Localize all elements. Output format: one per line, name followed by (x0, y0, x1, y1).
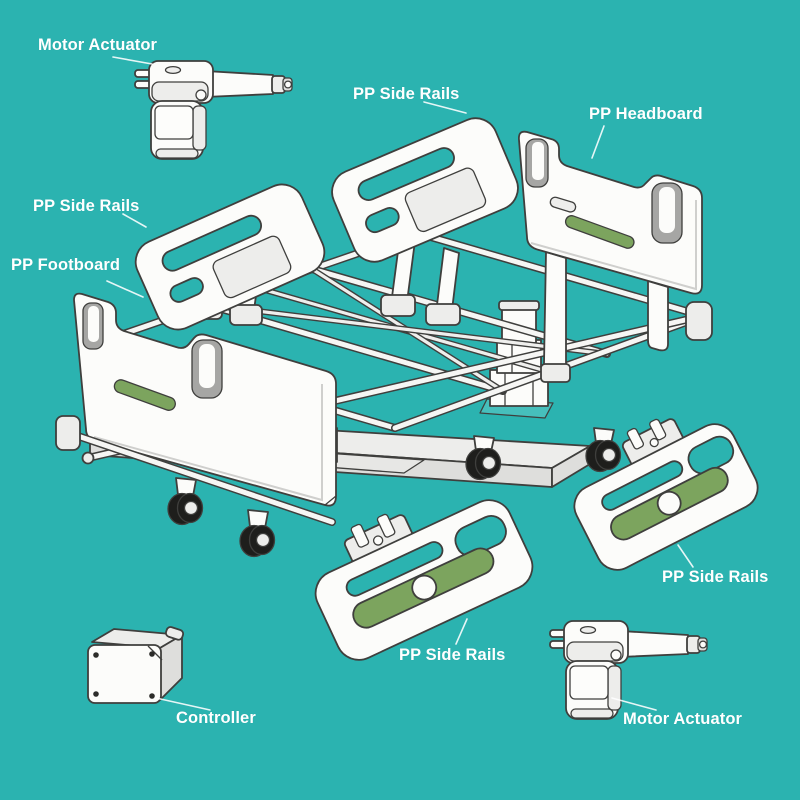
headboard-handle-slot (659, 187, 675, 233)
rail-leg-clamp (425, 303, 461, 326)
tube-end-cap (81, 451, 95, 465)
caster (239, 509, 276, 558)
rail-slot (601, 460, 684, 511)
caster (585, 427, 622, 473)
rail-knob (656, 490, 682, 516)
footboard-board (73, 292, 337, 507)
controller-screw (149, 693, 155, 699)
label-motor-actuator-top: Motor Actuator (38, 36, 158, 54)
headboard-leg-foot (540, 363, 571, 383)
caster-hub (481, 455, 497, 471)
headboard-small-slot (549, 196, 577, 213)
rail-slot (161, 214, 262, 272)
headboard-green-stripe (564, 215, 635, 249)
footboard-bumper-cap (55, 415, 81, 451)
label-side-rails-top: PP Side Rails (353, 85, 460, 103)
rail-knob (411, 574, 438, 601)
pp-headboard (518, 130, 713, 383)
footboard-green-stripe (113, 379, 176, 411)
footboard-handle-slot (199, 344, 215, 388)
controller-screw (149, 651, 155, 657)
caster (465, 435, 502, 481)
controller-port (165, 626, 185, 641)
rail-mount-plate (404, 167, 487, 233)
headboard-handle-slot (532, 142, 544, 180)
rail-leg-clamp (229, 304, 263, 326)
label-headboard: PP Headboard (589, 105, 703, 123)
motor-actuator-top (134, 60, 293, 160)
rail-mount-plate (212, 235, 292, 299)
pp-side-rail-top (331, 117, 519, 326)
rail-slot (169, 277, 204, 303)
column-cap (498, 300, 540, 311)
label-side-rails-left: PP Side Rails (33, 197, 140, 215)
frame-end-bracket (685, 301, 713, 341)
label-side-rails-right: PP Side Rails (662, 568, 769, 586)
label-footboard: PP Footboard (11, 256, 121, 274)
pp-side-rail-left (134, 183, 326, 331)
headboard-leg (647, 280, 669, 352)
headboard-leg (543, 251, 567, 378)
label-controller: Controller (176, 709, 256, 727)
label-side-rails-bottom: PP Side Rails (399, 646, 506, 664)
rail-slot (357, 147, 455, 201)
footboard-handle-slot (88, 306, 99, 342)
pp-footboard (55, 292, 337, 526)
controller-screw (93, 652, 99, 658)
label-motor-actuator-bottom: Motor Actuator (623, 710, 743, 728)
motor-actuator-bottom (549, 620, 708, 720)
caster (167, 477, 204, 526)
rail-slot (345, 541, 444, 597)
rail-slot (365, 207, 400, 234)
caster-hub (601, 447, 617, 463)
pp-side-rail-right (573, 418, 759, 571)
rail-bracket (343, 513, 415, 568)
controller (87, 626, 185, 704)
pp-side-rail-bottom (314, 499, 534, 661)
caster-hub (255, 532, 271, 548)
rail-leg-clamp (380, 294, 416, 317)
controller-screw (93, 691, 99, 697)
rail-leg (436, 247, 460, 311)
caster-hub (183, 500, 199, 516)
leader-lines (106, 56, 694, 711)
casters (167, 427, 622, 558)
controller-front-face (87, 644, 162, 704)
